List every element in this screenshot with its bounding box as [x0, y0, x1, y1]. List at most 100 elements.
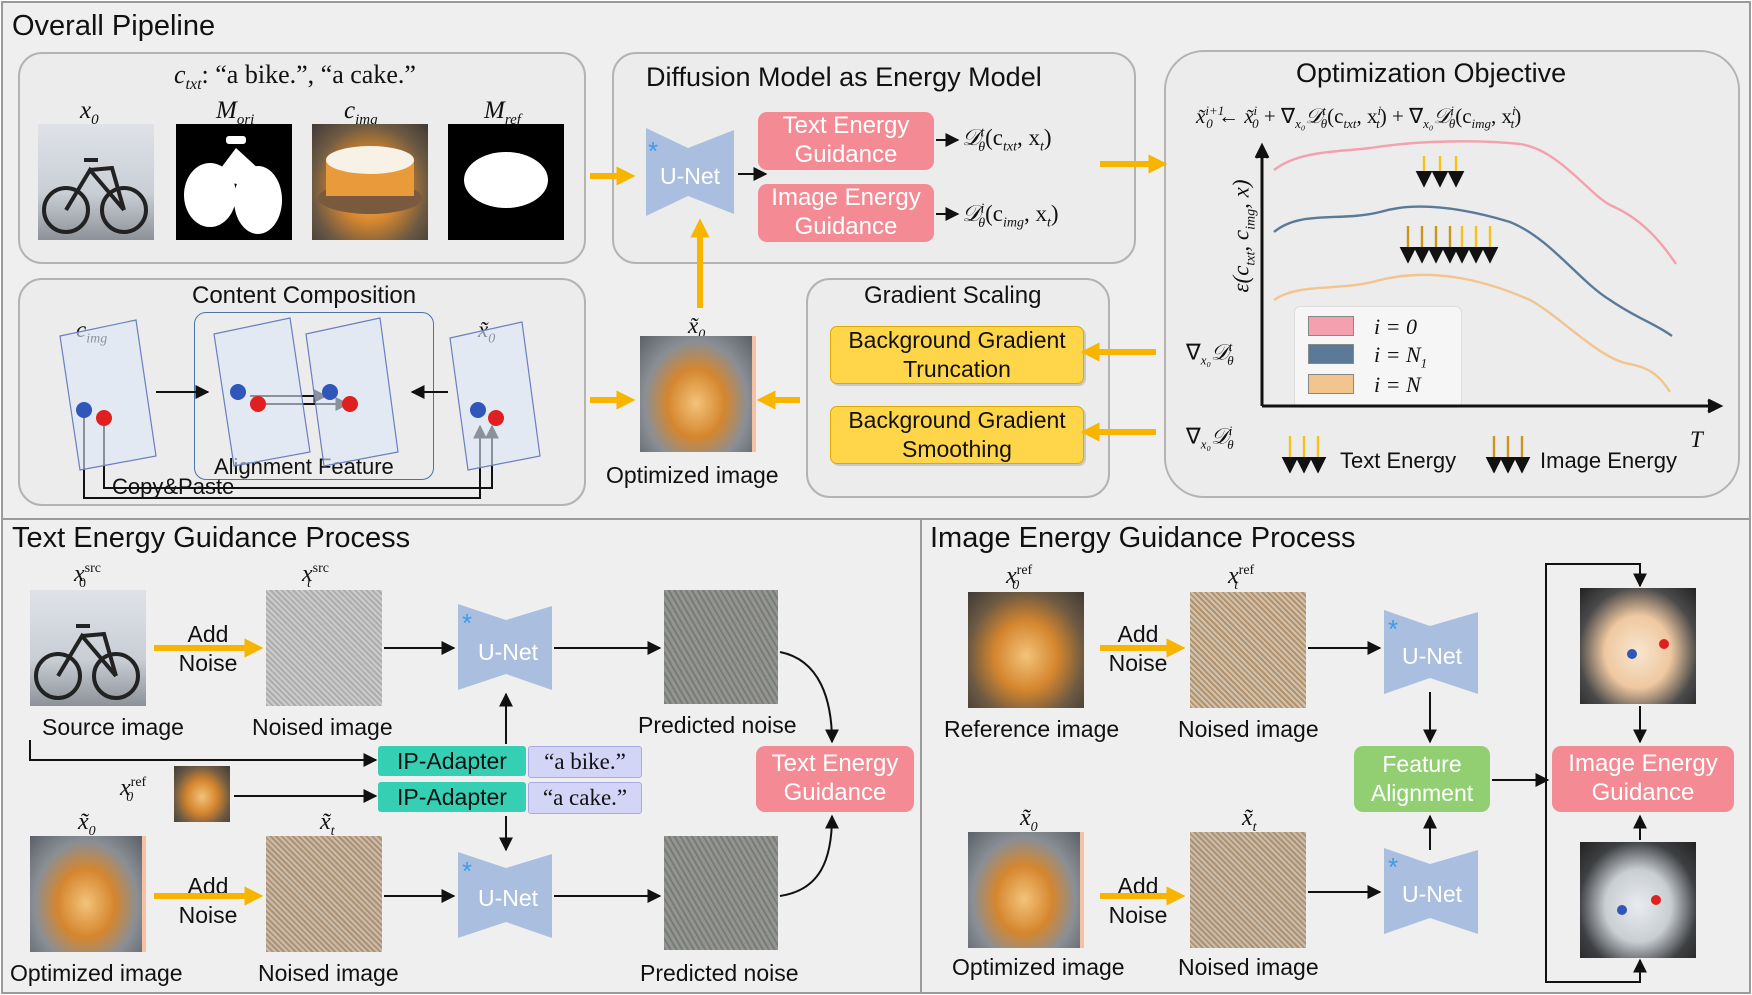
ip-add-noise-top: Add Noise — [1108, 621, 1168, 676]
ip-noised-symbol: xreft — [1228, 563, 1255, 593]
optimized-image — [640, 336, 756, 452]
svg-text:*: * — [648, 136, 658, 166]
tp-text-energy-guidance: Text Energy Guidance — [756, 746, 914, 812]
tp-source-image-label: Source image — [42, 714, 184, 740]
gradient-scaling-title: Gradient Scaling — [864, 282, 1042, 309]
grad-text-energy-label: ∇x₀𝒟tθ — [1186, 339, 1234, 368]
composition-grids — [59, 317, 541, 471]
legend-swatch-in1 — [1308, 344, 1354, 364]
text-energy-arrows — [1281, 156, 1499, 474]
diffusion-box-title: Diffusion Model as Energy Model — [646, 62, 1042, 92]
pipeline-arrows — [154, 154, 1186, 906]
ip-adapter-1: IP-Adapter — [378, 746, 526, 776]
image-process-title: Image Energy Guidance Process — [930, 522, 1356, 554]
diffusion-unet-label: U-Net — [660, 163, 721, 189]
svg-text:*: * — [1388, 852, 1398, 882]
overall-pipeline-title: Overall Pipeline — [12, 10, 216, 42]
mori-label: Mori — [216, 97, 255, 128]
legend-label-in1: i = N1 — [1374, 342, 1428, 371]
ip-unet-top-label: U-Net — [1402, 643, 1463, 669]
x0-label: x0 — [80, 97, 99, 128]
tp-unet-bottom-label: U-Net — [478, 885, 539, 911]
cimg-label: cimg — [344, 97, 378, 128]
objective-xaxis-label: T — [1690, 427, 1703, 452]
tp-predicted-noise-label-bottom: Predicted noise — [640, 960, 799, 986]
unet-stars: * * * * * — [462, 136, 1398, 886]
svg-text:*: * — [462, 856, 472, 886]
ip-noised-image2-label: Noised image — [1178, 954, 1319, 980]
text-energy-legend-label: Text Energy — [1340, 448, 1457, 473]
legend-label-i0: i = 0 — [1374, 314, 1417, 339]
tp-predicted-noise-bottom — [664, 836, 778, 950]
image-energy-legend-label: Image Energy — [1540, 448, 1677, 473]
copy-paste-label: Copy&Paste — [112, 474, 235, 499]
tp-add-noise-top: Add Noise — [178, 621, 238, 676]
curve-in — [1273, 273, 1672, 393]
mref-label: Mref — [484, 97, 521, 128]
unet-labels: U-Net U-Net U-Net U-Net U-Net — [478, 163, 1463, 911]
ip-bike-feature-image — [1580, 842, 1696, 958]
ip-reference-image — [968, 592, 1084, 708]
objective-curves — [1273, 140, 1677, 393]
ip-noised-optimized-image — [1190, 832, 1306, 948]
tp-bike-drawing — [34, 624, 140, 700]
ip-opt-symbol: x̃0 — [1020, 805, 1038, 835]
curve-in1 — [1273, 205, 1673, 337]
tp-optimized-image — [30, 836, 146, 952]
curve-i0 — [1273, 140, 1677, 265]
tp-noised-image2-label: Noised image — [258, 960, 399, 986]
background-gradient-truncation-box: Background Gradient Truncation — [830, 326, 1084, 384]
image-energy-term: 𝒟iθ(cimg, xt) — [962, 201, 1059, 231]
text-energy-guidance-box: Text Energy Guidance — [758, 112, 934, 170]
tp-noised-image-label: Noised image — [252, 714, 393, 740]
composition-dots — [76, 384, 1669, 915]
background-gradient-smoothing-box: Background Gradient Smoothing — [830, 406, 1084, 464]
ip-unet-bottom-label: U-Net — [1402, 881, 1463, 907]
image-energy-guidance-box: Image Energy Guidance — [758, 184, 934, 242]
tp-source-image — [30, 590, 146, 706]
optimized-image-label: Optimized image — [606, 462, 779, 488]
cake-drawing — [318, 146, 422, 214]
image-energy-arrows — [1399, 226, 1531, 474]
alignment-feature-frame — [194, 312, 434, 480]
tp-reference-thumb — [174, 766, 230, 822]
ip-noised-image-label: Noised image — [1178, 716, 1319, 742]
optimized-x0-label: x̃0 — [688, 313, 705, 342]
tp-noised-source-image — [266, 590, 382, 706]
svg-text:*: * — [462, 608, 472, 638]
tp-predicted-noise-label-top: Predicted noise — [638, 712, 797, 738]
unet-shapes — [458, 128, 1478, 938]
tp-opt-symbol: x̃0 — [78, 809, 96, 839]
legend-swatch-in — [1308, 374, 1354, 394]
objective-title: Optimization Objective — [1296, 58, 1567, 88]
feature-alignment-box: Feature Alignment — [1354, 746, 1490, 812]
tp-unet-top-label: U-Net — [478, 639, 539, 665]
legend-label-in: i = N — [1374, 372, 1421, 397]
ip-noised2-symbol: x̃t — [1242, 805, 1257, 835]
tp-src-symbol: xsrc0 — [74, 561, 101, 591]
ip-optimized-image-label: Optimized image — [952, 954, 1125, 980]
mask-reference-shape — [464, 152, 548, 208]
tp-ref-symbol: xref0 — [120, 775, 147, 805]
ip-reference-image-label: Reference image — [944, 716, 1120, 742]
text-energy-term: 𝒟tθ(ctxt, xt) — [962, 125, 1052, 155]
prompt-bike: “a bike.” — [528, 746, 642, 778]
ip-image-energy-guidance: Image Energy Guidance — [1552, 746, 1734, 812]
bike-drawing — [42, 158, 148, 234]
legend-swatch-i0 — [1308, 316, 1354, 336]
objective-box — [1164, 50, 1740, 498]
tp-noised2-symbol: x̃t — [320, 809, 335, 839]
prompt-cake: “a cake.” — [528, 782, 642, 814]
svg-text:*: * — [1388, 614, 1398, 644]
tp-predicted-noise-top — [664, 590, 778, 704]
objective-formula: x̃i+10 ← x̃i0 + ∇x₀𝒟tθ(ctxt, xit) + ∇x₀𝒟… — [1196, 103, 1522, 132]
composition-title: Content Composition — [192, 282, 417, 309]
source-bike-image — [38, 124, 154, 240]
mask-original-shape — [184, 136, 282, 234]
tp-noised-symbol: xsrct — [302, 561, 329, 591]
grad-image-energy-label: ∇x₀𝒟iθ — [1186, 423, 1234, 452]
ip-noised-reference-image — [1190, 592, 1306, 708]
ctxt-label: ctxt: “a bike.”, “a cake.” — [174, 60, 416, 94]
